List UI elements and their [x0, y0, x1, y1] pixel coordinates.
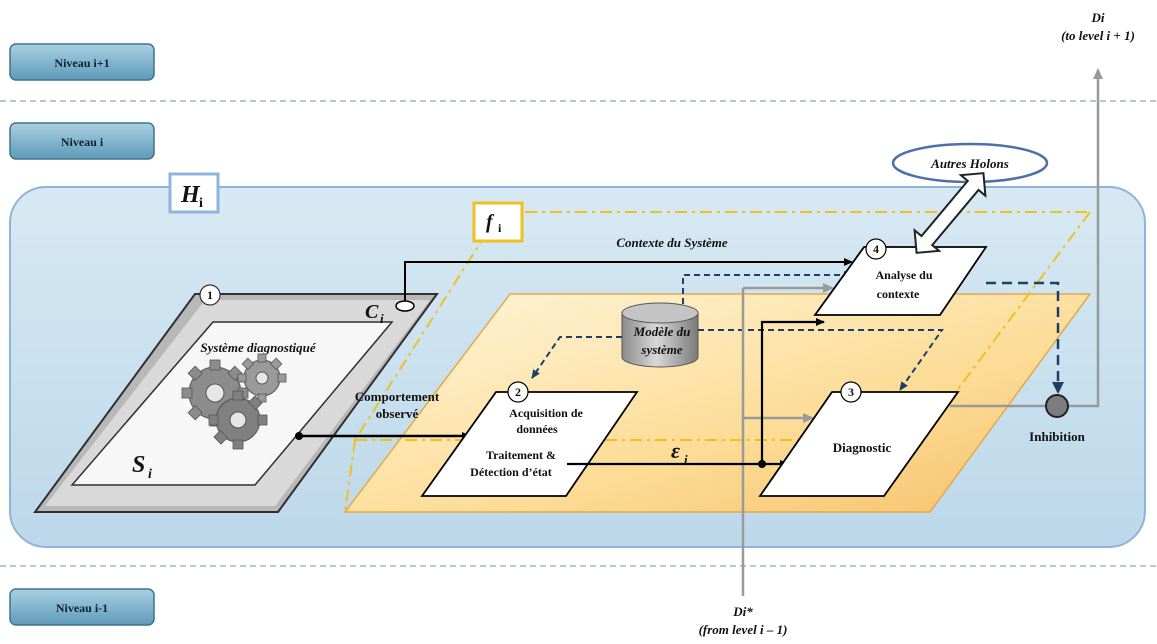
- function-label-box: f i: [472, 201, 524, 243]
- output-top-line2: (to level i + 1): [1061, 28, 1135, 43]
- system-s-main: S: [132, 452, 145, 478]
- holon-label-main: H: [180, 182, 201, 208]
- analysis-to-inhibition: [986, 281, 1064, 394]
- function-boundary: [344, 211, 1091, 513]
- analysis-block: 4 Analyse du contexte: [813, 238, 988, 316]
- level-lower-label: Niveau i-1: [56, 601, 108, 615]
- system-block: 1 Système diagnostiqué: [33, 284, 439, 513]
- acquisition-block: 2 Acquisition de données Traitement & Dé…: [420, 381, 639, 497]
- model-line1: Modèle du: [633, 324, 691, 339]
- model-line2: système: [640, 342, 682, 357]
- holon-label-box: H i: [168, 172, 220, 214]
- analysis-number: 4: [873, 242, 879, 256]
- diagnostic-number: 3: [848, 385, 854, 399]
- observed-behavior-arrow: [295, 432, 471, 440]
- level-upper-label: Niveau i+1: [54, 56, 109, 70]
- system-title: Système diagnostiqué: [200, 340, 316, 355]
- inhibition-node: [1045, 394, 1069, 418]
- output-top-line1: Di: [1091, 10, 1105, 25]
- model-database-icon: [621, 302, 699, 368]
- function-label-main: f: [486, 211, 495, 233]
- epsilon-sub: i: [684, 452, 688, 467]
- system-number: 1: [207, 288, 213, 302]
- function-label-sub: i: [498, 221, 502, 235]
- observed-behavior-line2: observé: [376, 406, 419, 421]
- level-current-label: Niveau i: [61, 135, 104, 149]
- context-connector: [395, 258, 853, 312]
- inhibition-label: Inhibition: [1029, 429, 1085, 444]
- acquisition-line4: Détection d’état: [470, 465, 552, 479]
- diagnostic-block: 3 Diagnostic: [758, 381, 960, 497]
- diagnostic-output-path: [950, 68, 1103, 408]
- other-holons-label: Autres Holons: [930, 156, 1009, 171]
- acquisition-number: 2: [515, 385, 521, 399]
- level-button-lower[interactable]: Niveau i-1: [9, 588, 155, 626]
- analysis-line1: Analyse du: [875, 268, 932, 282]
- input-bottom-line1: Di*: [732, 604, 753, 619]
- level-button-current[interactable]: Niveau i: [9, 122, 155, 160]
- lower-level-input: [741, 283, 834, 596]
- system-c-sub: i: [380, 311, 384, 326]
- system-c-main: C: [365, 301, 379, 323]
- epsilon-main: ε: [671, 438, 680, 463]
- acquisition-line1: Acquisition de: [509, 406, 583, 420]
- diagnostic-label: Diagnostic: [833, 440, 892, 455]
- system-s-sub: i: [148, 467, 152, 482]
- observed-behavior-line1: Comportement: [355, 389, 440, 404]
- epsilon-connector: [567, 318, 825, 468]
- input-bottom-line2: (from level i – 1): [699, 622, 788, 637]
- holon-label-sub: i: [199, 196, 203, 211]
- model-flows: [531, 271, 944, 391]
- level-button-upper[interactable]: Niveau i+1: [9, 43, 155, 81]
- gears-icon: [181, 353, 287, 450]
- analysis-line2: contexte: [877, 287, 920, 301]
- acquisition-line2: données: [516, 422, 558, 436]
- double-arrow-icon: [913, 172, 987, 254]
- context-label: Contexte du Système: [616, 235, 727, 250]
- acquisition-line3: Traitement &: [486, 448, 556, 462]
